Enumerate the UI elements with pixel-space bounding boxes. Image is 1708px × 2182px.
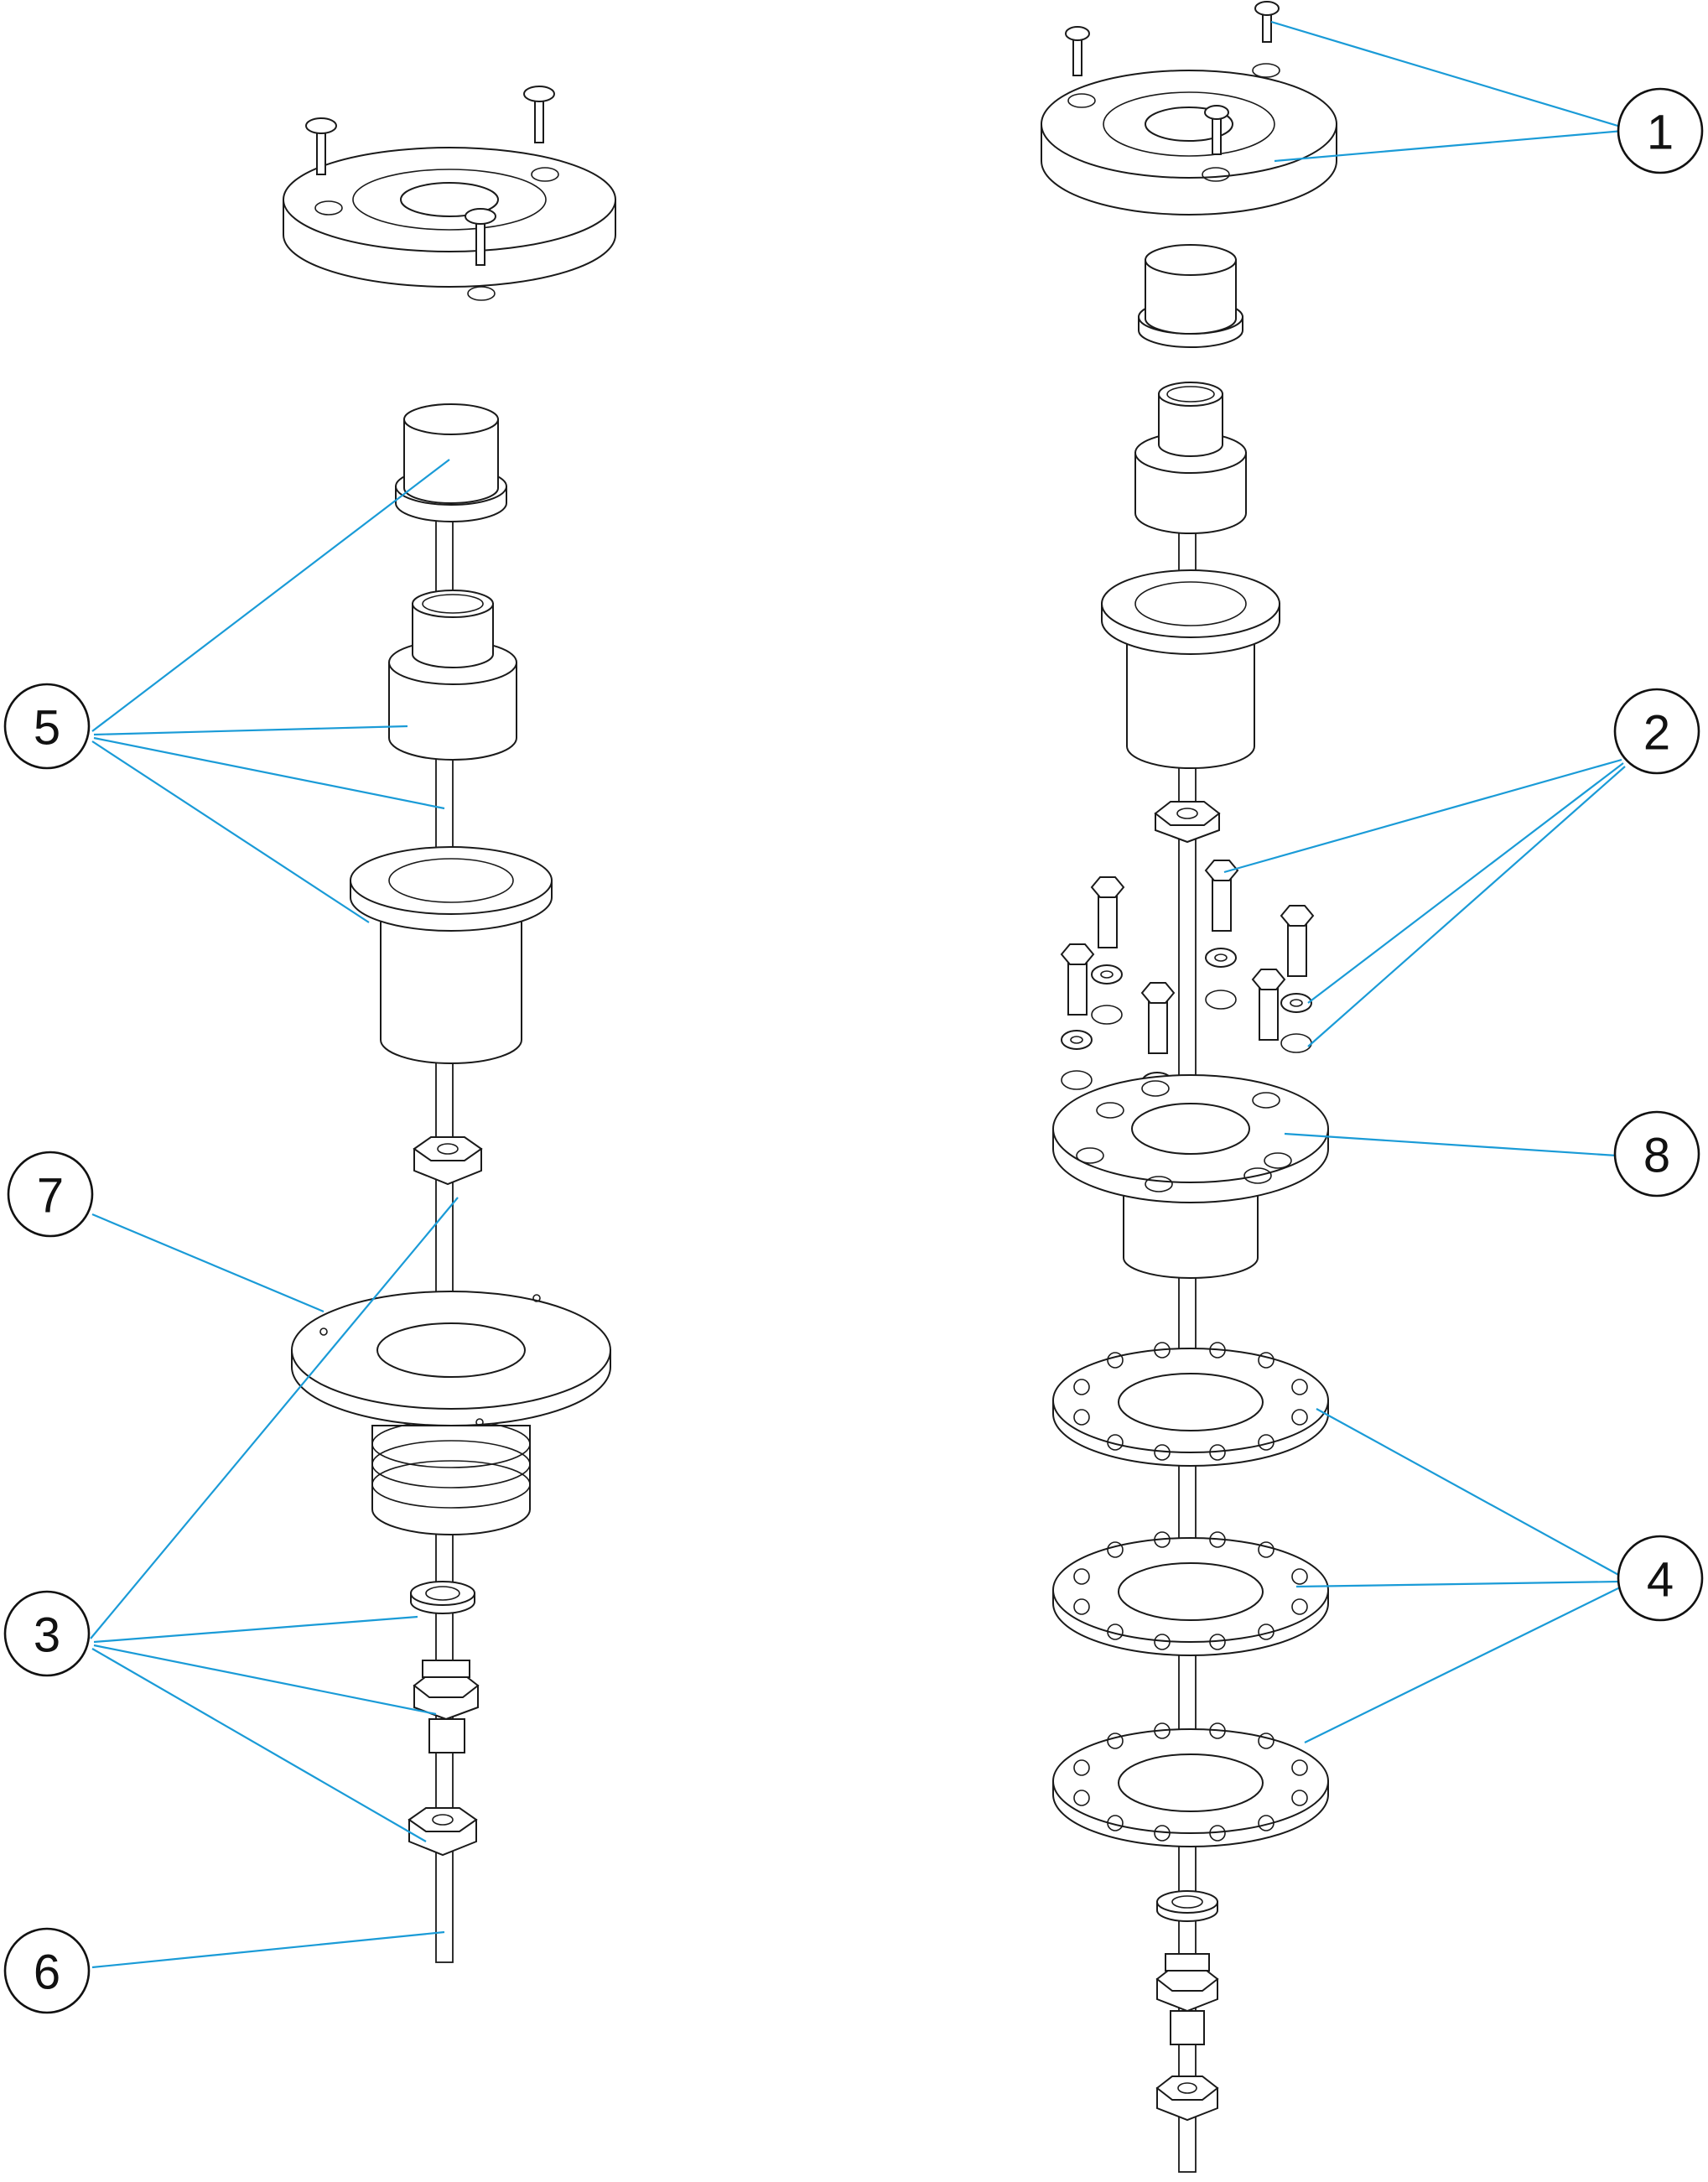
leader-4a [1316, 1408, 1622, 1577]
callout-4-label: 4 [1647, 1553, 1674, 1608]
right-gasket-holes [1073, 1342, 1308, 1842]
right-bolts-washers [1060, 860, 1315, 1092]
callout-6-label: 6 [34, 1946, 60, 2000]
callout-5: 5 [3, 683, 91, 770]
callout-4: 4 [1617, 1535, 1704, 1622]
right-flange-8 [1052, 1074, 1329, 1279]
right-gasket-middle [1052, 1537, 1329, 1656]
left-float [388, 590, 517, 761]
right-top-flange [1041, 63, 1337, 216]
callout-8: 8 [1613, 1110, 1700, 1198]
left-gland-stack [408, 1581, 480, 1857]
leader-1a [1270, 20, 1624, 129]
leader-5a [91, 459, 450, 732]
leader-4b [1295, 1580, 1621, 1588]
leader-2c [1307, 766, 1626, 1047]
callout-7: 7 [7, 1151, 94, 1238]
left-flange-screws [305, 86, 555, 266]
leader-3a [90, 1197, 459, 1639]
callout-3-label: 3 [34, 1608, 60, 1663]
callout-1: 1 [1617, 87, 1704, 174]
right-gasket-upper [1052, 1348, 1329, 1467]
callout-5-label: 5 [34, 701, 60, 756]
callout-1-label: 1 [1647, 106, 1674, 160]
left-cap [395, 403, 507, 522]
callout-2-label: 2 [1643, 706, 1670, 761]
leader-4c [1304, 1586, 1622, 1743]
left-float-guide [350, 846, 553, 1064]
leader-3c [93, 1644, 437, 1716]
leader-3b [93, 1615, 418, 1644]
leader-5d [91, 740, 370, 923]
right-float [1134, 382, 1247, 534]
callout-2: 2 [1613, 688, 1700, 775]
right-float-guide [1101, 569, 1280, 769]
leader-6 [91, 1930, 445, 1969]
leader-lines [90, 20, 1626, 1969]
right-hex-nut-upper [1154, 801, 1221, 844]
right-assembly [1041, 1, 1337, 2173]
left-assembly [283, 86, 616, 1963]
leader-3d [91, 1648, 427, 1842]
left-mounting-flange [291, 1291, 611, 1535]
leader-2a [1223, 758, 1622, 874]
leader-1b [1274, 129, 1624, 163]
leader-5c [93, 736, 445, 810]
left-top-flange [283, 147, 616, 301]
right-flange-screws [1065, 1, 1280, 155]
callout-6: 6 [3, 1927, 91, 2014]
callout-3: 3 [3, 1590, 91, 1677]
leader-8 [1284, 1132, 1617, 1157]
leader-7 [91, 1213, 324, 1313]
right-gasket-lower [1052, 1728, 1329, 1847]
right-cap [1138, 244, 1243, 348]
leader-5b [93, 725, 408, 736]
leader-2b [1307, 762, 1624, 1004]
right-gland-stack [1155, 1890, 1219, 2122]
left-hex-nut-upper [413, 1136, 483, 1186]
callout-7-label: 7 [37, 1169, 64, 1223]
callout-8-label: 8 [1643, 1129, 1670, 1183]
